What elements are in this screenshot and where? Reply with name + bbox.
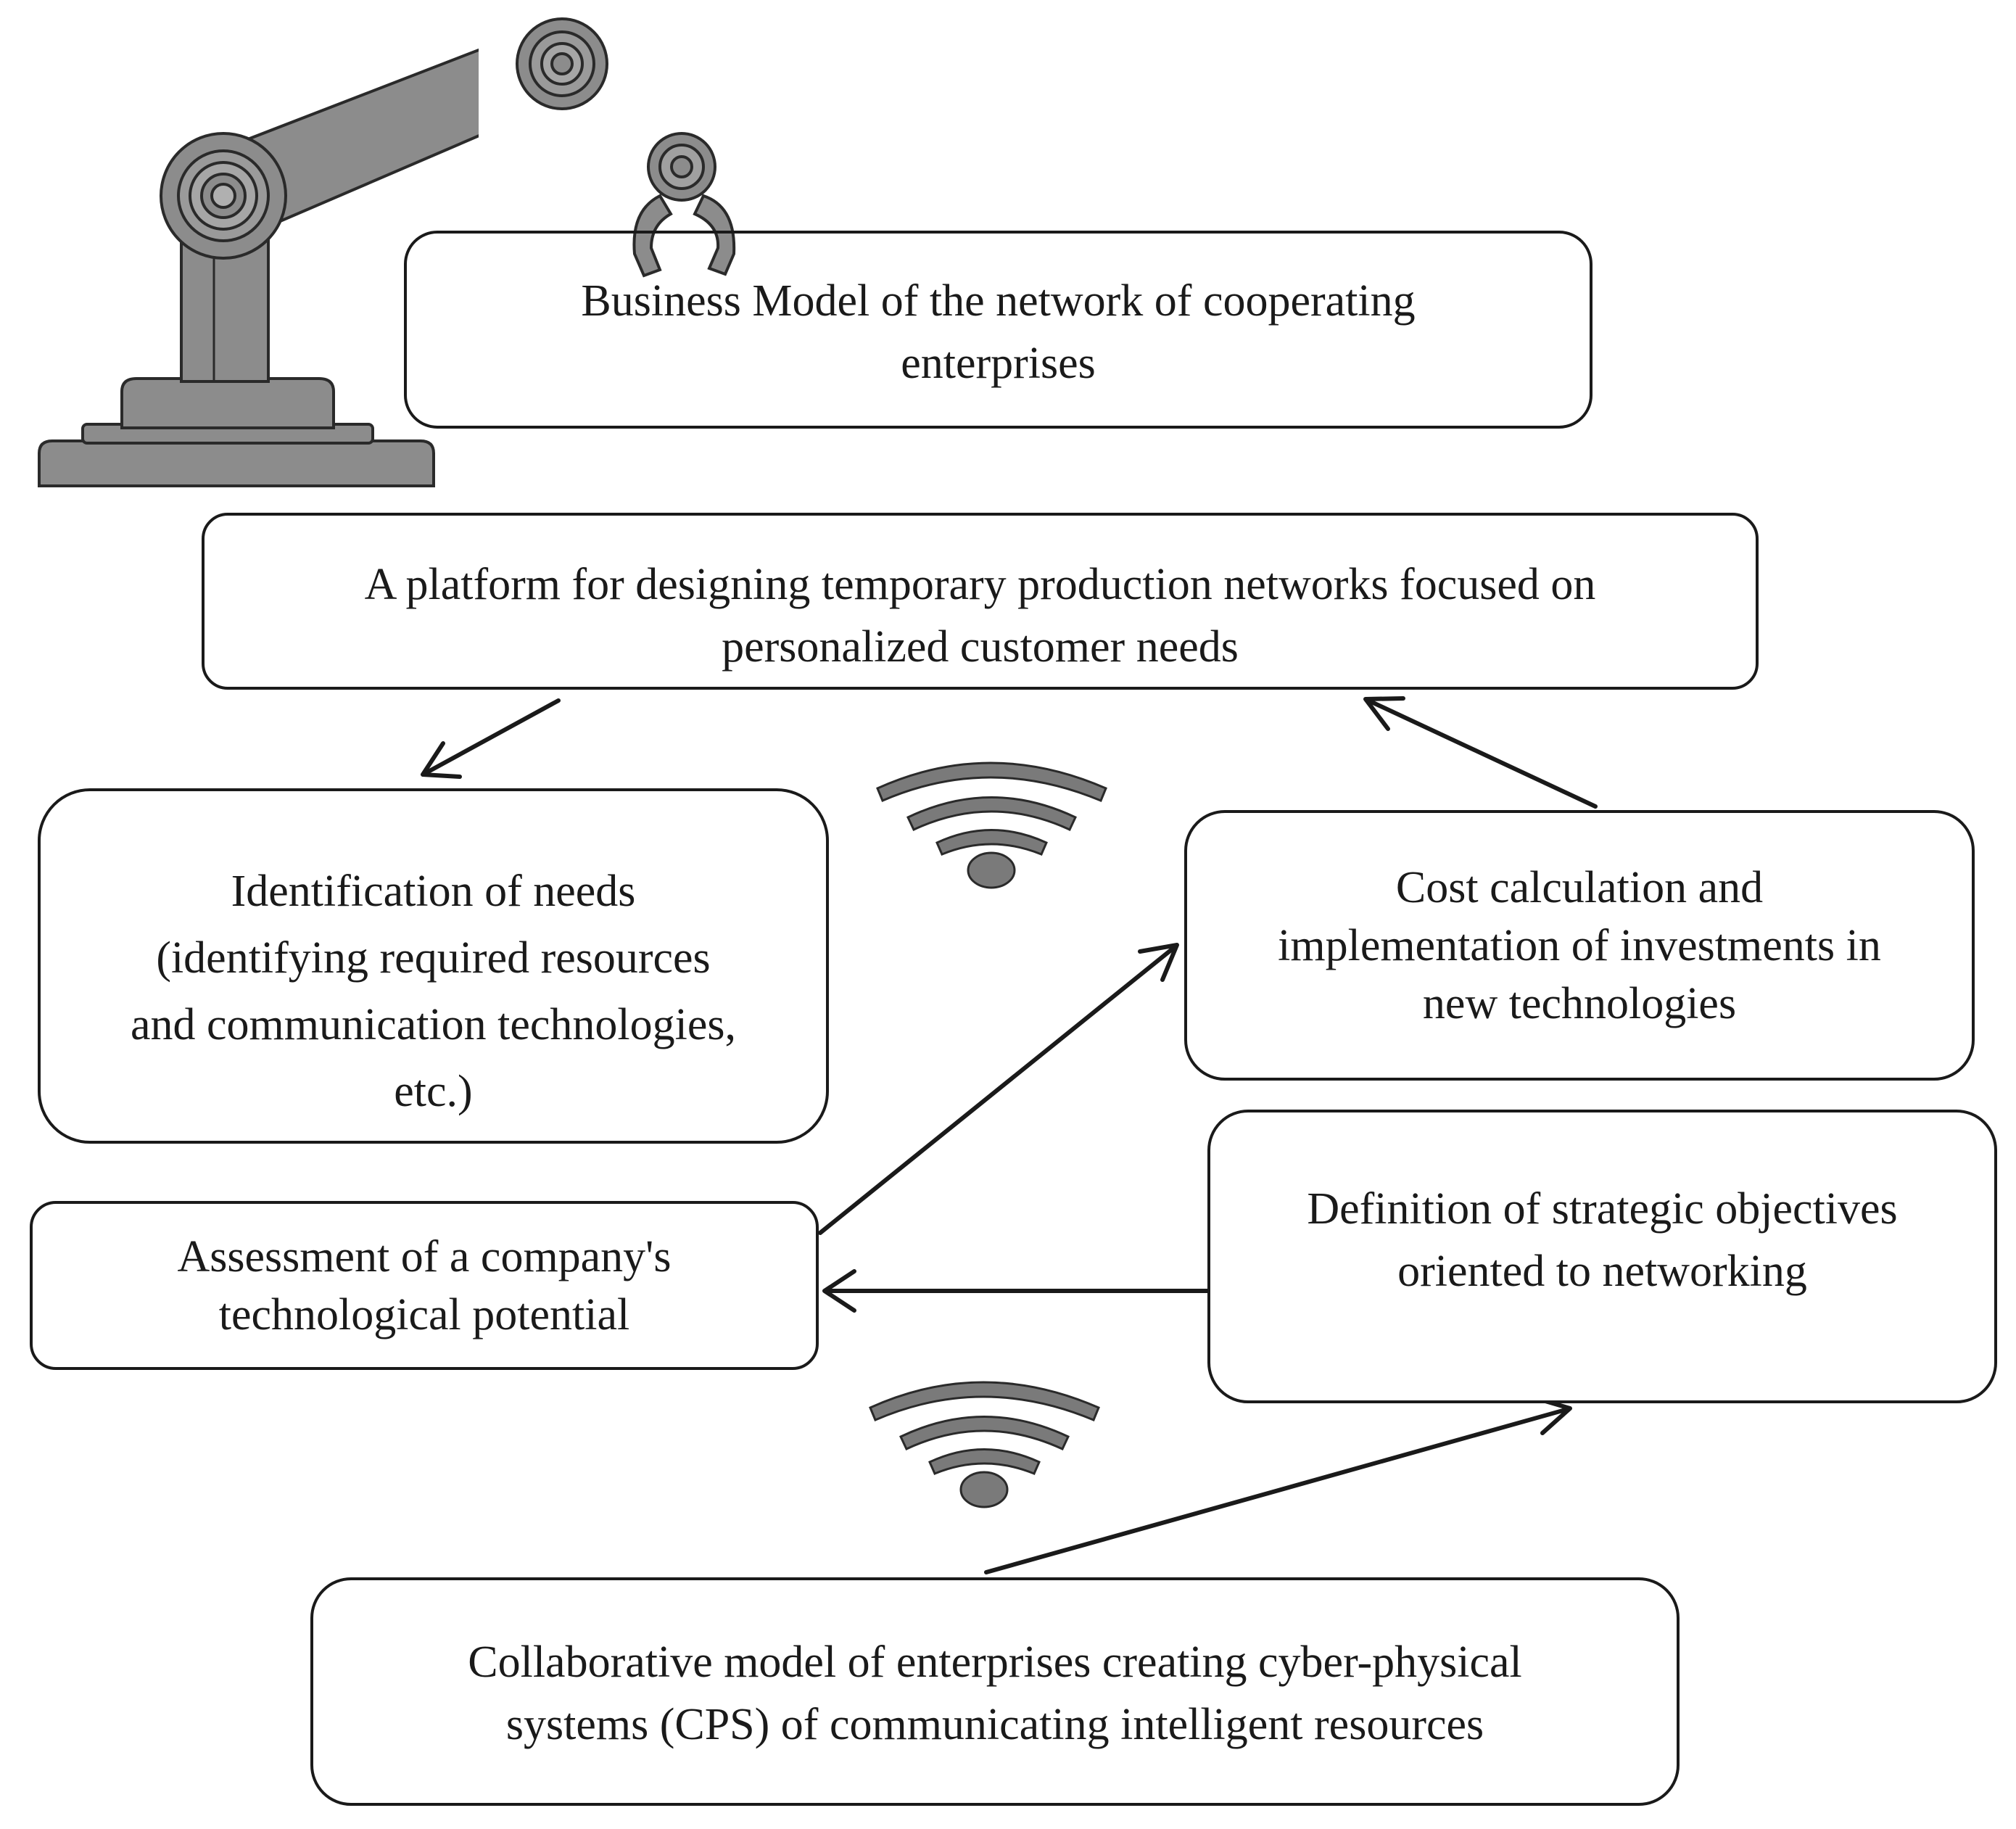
objectives-line-2: oriented to networking xyxy=(1397,1247,1807,1296)
assessment-box: Assessment of a company's technological … xyxy=(30,1201,819,1370)
collaborative-model-box: Collaborative model of enterprises creat… xyxy=(310,1577,1680,1806)
platform-line-2: personalized customer needs xyxy=(722,622,1239,672)
identification-line-1: Identification of needs xyxy=(231,867,636,916)
strategic-objectives-box: Definition of strategic objectives orien… xyxy=(1207,1110,1997,1403)
collab-line-2: systems (CPS) of communicating intellige… xyxy=(505,1700,1484,1749)
collab-line-1: Collaborative model of enterprises creat… xyxy=(468,1638,1522,1687)
identification-line-4: etc.) xyxy=(394,1067,473,1116)
arrow-platform-to-identification xyxy=(421,698,561,779)
cost-calculation-box: Cost calculation and implementation of i… xyxy=(1184,810,1975,1081)
assessment-line-2: technological potential xyxy=(218,1289,630,1339)
arrow-cost-to-platform xyxy=(1363,696,1598,809)
arrow-assessment-to-cost xyxy=(818,943,1179,1235)
business-model-line-2: enterprises xyxy=(901,339,1096,388)
objectives-line-1: Definition of strategic objectives xyxy=(1307,1184,1898,1234)
identification-line-3: and communication technologies, xyxy=(130,1000,737,1049)
cost-line-3: new technologies xyxy=(1422,978,1737,1028)
cost-line-1: Cost calculation and xyxy=(1395,862,1764,912)
business-model-box: Business Model of the network of coopera… xyxy=(404,231,1592,429)
robot-arm-icon xyxy=(38,48,479,487)
arrow-objectives-to-assessment xyxy=(822,1269,1210,1313)
wifi-icon xyxy=(869,1381,1100,1508)
platform-box: A platform for designing temporary produ… xyxy=(202,513,1759,690)
identification-box: Identification of needs (identifying req… xyxy=(38,788,829,1144)
robot-joints-icon xyxy=(516,17,736,278)
platform-line-1: A platform for designing temporary produ… xyxy=(364,560,1596,609)
assessment-line-1: Assessment of a company's xyxy=(177,1231,672,1281)
cost-line-2: implementation of investments in xyxy=(1278,920,1881,970)
identification-line-2: (identifying required resources xyxy=(156,933,711,983)
business-model-line-1: Business Model of the network of coopera… xyxy=(581,276,1416,326)
wifi-icon xyxy=(876,761,1107,889)
